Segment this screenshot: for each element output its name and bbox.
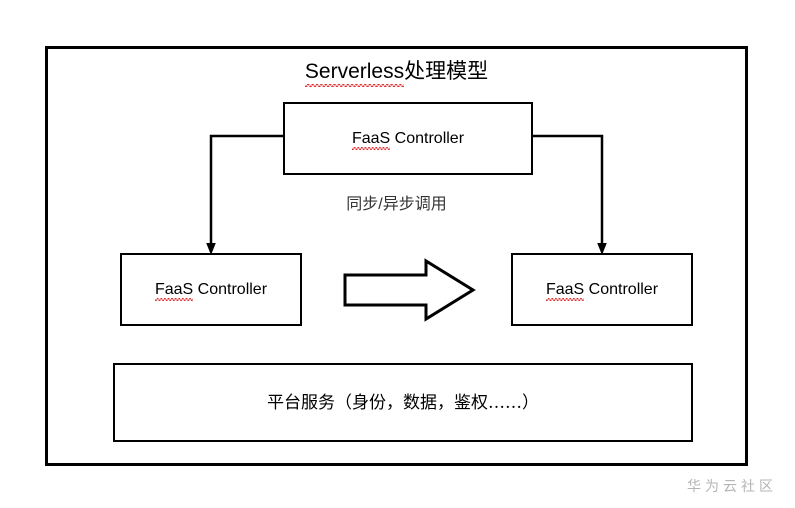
- node-spellcheck-word: FaaS: [545, 280, 585, 301]
- title-rest: 处理模型: [404, 60, 489, 83]
- node-label: FaaS Controller: [545, 280, 659, 301]
- node-faas-controller-left[interactable]: FaaS Controller: [120, 253, 302, 326]
- node-label: FaaS Controller: [154, 280, 268, 301]
- node-spellcheck-word: FaaS: [154, 280, 194, 301]
- edge-top-to-right: [533, 134, 604, 245]
- node-platform-services[interactable]: 平台服务（身份，数据，鉴权……）: [113, 363, 693, 442]
- node-faas-controller-top[interactable]: FaaS Controller: [283, 102, 533, 175]
- diagram-frame: Serverless处理模型 FaaS Controller 同步/异步调用 F…: [45, 46, 748, 466]
- node-label-rest: Controller: [584, 280, 659, 298]
- node-spellcheck-word: FaaS: [351, 129, 391, 150]
- node-label-rest: Controller: [193, 280, 268, 298]
- edge-top-to-left: [209, 134, 283, 245]
- block-arrow-right-icon: [343, 258, 476, 322]
- node-label: FaaS Controller: [351, 129, 465, 150]
- title-spellcheck-word: Serverless: [304, 60, 405, 87]
- node-label-rest: Controller: [390, 129, 465, 147]
- watermark: 华为云社区: [687, 478, 777, 494]
- node-faas-controller-right[interactable]: FaaS Controller: [511, 253, 693, 326]
- node-label: 平台服务（身份，数据，鉴权……）: [267, 392, 539, 413]
- edge-label-invocation: 同步/异步调用: [346, 196, 447, 213]
- diagram-title: Serverless处理模型: [48, 59, 745, 87]
